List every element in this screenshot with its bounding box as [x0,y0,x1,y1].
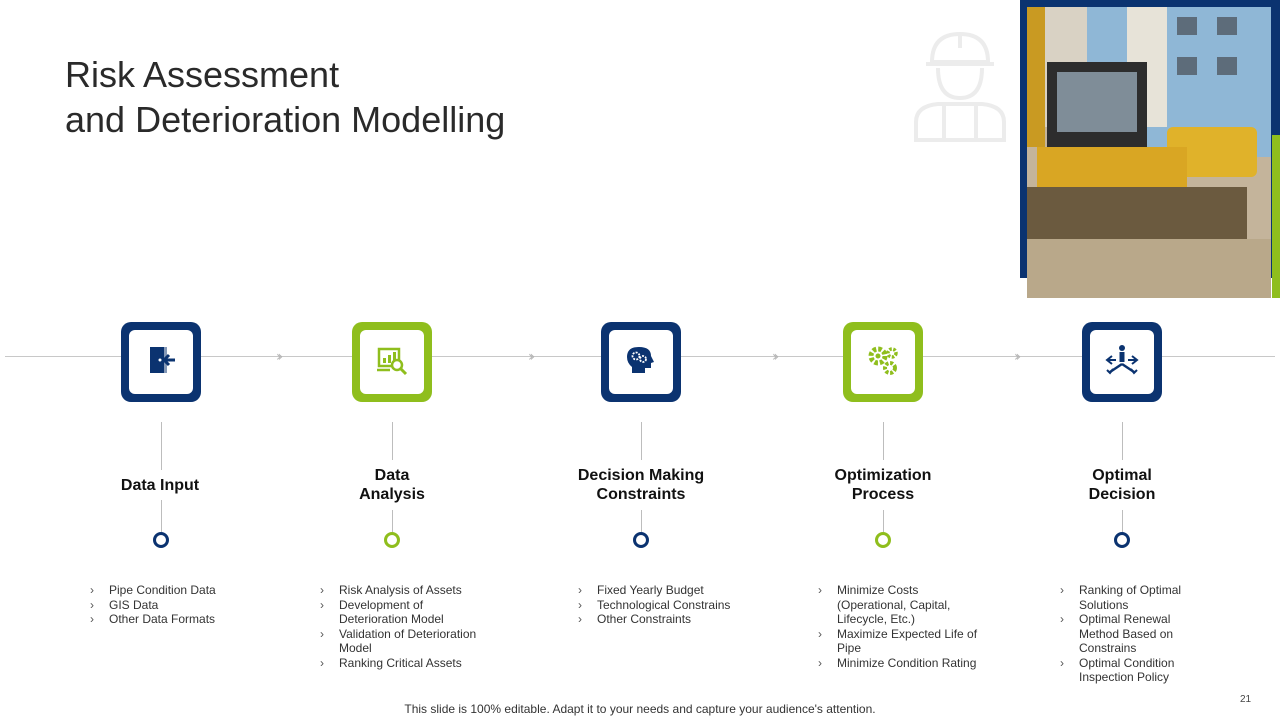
chevron-right-icon: ›› [276,349,283,365]
decision-arrows-icon [1104,342,1140,383]
step-3-bullet-list: Fixed Yearly Budget Technological Constr… [578,583,758,627]
step-1-connector-bottom [161,500,162,532]
step-2-icon-box [352,322,432,402]
step-4-bullet-list: Minimize Costs (Operational, Capital, Li… [818,583,988,670]
step-1-connector-top [161,422,162,470]
list-item: Other Constraints [578,612,758,627]
step-3-connector-top [641,422,642,460]
list-item: Validation of Deterioration Model [320,627,490,656]
footer-note: This slide is 100% editable. Adapt it to… [404,702,876,716]
list-item: Development of Deterioration Model [320,598,490,627]
slide-title-line-1: Risk Assessment [65,54,340,95]
step-5-connector-bottom [1122,510,1123,532]
chevron-right-icon: ›› [772,349,779,365]
step-4-title: Optimization Process [834,467,932,503]
step-1-title: Data Input [120,477,200,494]
list-item: Optimal Condition Inspection Policy [1060,656,1210,685]
photo-green-accent [1272,135,1280,298]
gears-icon [865,342,901,383]
list-item: Minimize Costs (Operational, Capital, Li… [818,583,988,627]
construction-photo-frame [1020,0,1280,298]
list-item: GIS Data [90,598,260,613]
list-item: Ranking of Optimal Solutions [1060,583,1210,612]
step-5-dot [1114,532,1130,548]
step-5-title: Optimal Decision [1088,467,1156,503]
step-3-dot [633,532,649,548]
list-item: Fixed Yearly Budget [578,583,758,598]
list-item: Risk Analysis of Assets [320,583,490,598]
step-2-bullet-list: Risk Analysis of Assets Development of D… [320,583,490,670]
step-3-connector-bottom [641,510,642,532]
slide-title: Risk Assessment and Deterioration Modell… [65,52,505,142]
step-4-connector-top [883,422,884,460]
step-5-icon-box [1082,322,1162,402]
step-4-dot [875,532,891,548]
list-item: Ranking Critical Assets [320,656,490,671]
chevron-right-icon: ›› [1014,349,1021,365]
construction-bulldozer-photo [1027,7,1271,298]
step-4-icon-box [843,322,923,402]
step-1-dot [153,532,169,548]
slide-title-line-2: and Deterioration Modelling [65,99,506,140]
door-enter-icon [145,344,177,381]
step-1-bullet-list: Pipe Condition Data GIS Data Other Data … [90,583,260,627]
page-number: 21 [1240,694,1252,705]
step-4-connector-bottom [883,510,884,532]
step-3-title: Decision Making Constraints [577,467,705,503]
list-item: Other Data Formats [90,612,260,627]
step-2-connector-bottom [392,510,393,532]
list-item: Minimize Condition Rating [818,656,988,671]
step-2-title: Data Analysis [359,467,425,503]
step-2-connector-top [392,422,393,460]
step-5-connector-top [1122,422,1123,460]
step-5-bullet-list: Ranking of Optimal Solutions Optimal Ren… [1060,583,1210,685]
head-gears-icon [624,343,658,382]
construction-worker-icon [908,28,1012,144]
step-3-icon-box [601,322,681,402]
step-1-icon-box [121,322,201,402]
step-2-dot [384,532,400,548]
data-analysis-magnifier-icon [375,343,409,382]
chevron-right-icon: ›› [528,349,535,365]
list-item: Maximize Expected Life of Pipe [818,627,988,656]
list-item: Pipe Condition Data [90,583,260,598]
list-item: Optimal Renewal Method Based on Constrai… [1060,612,1210,656]
list-item: Technological Constrains [578,598,758,613]
